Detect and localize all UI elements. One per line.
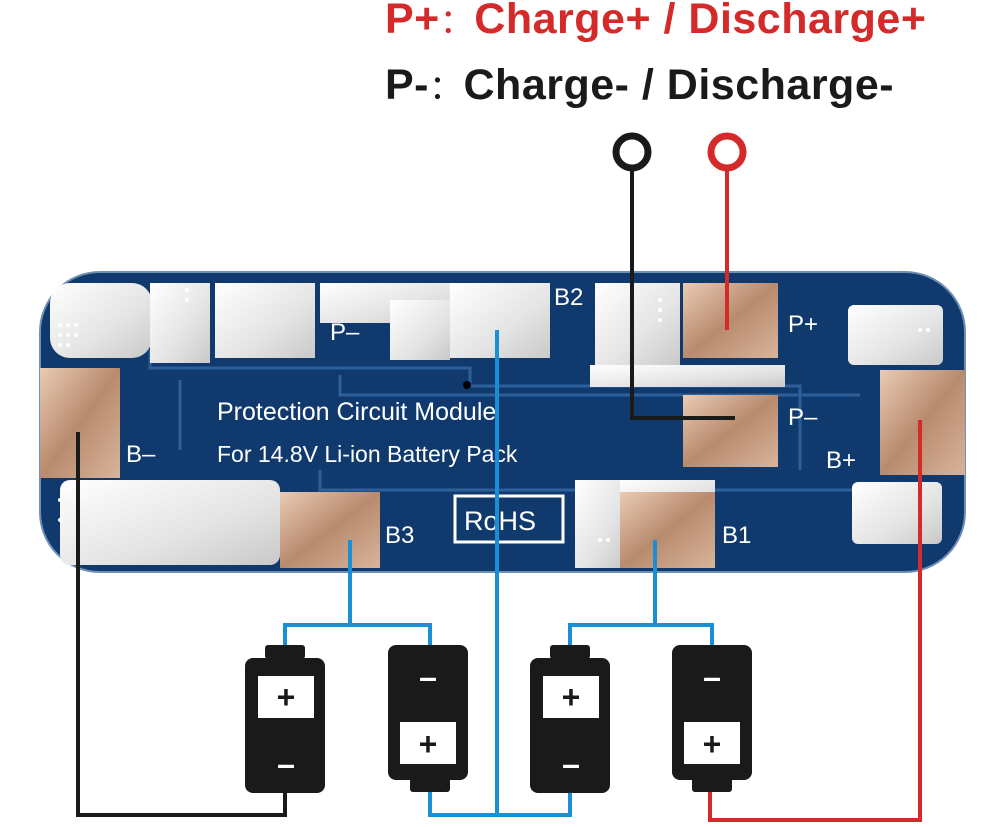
battery-1-bottom-sign: – [277,746,295,782]
battery-2-bottom-sign: + [419,726,438,762]
battery-1: + – [245,645,325,793]
battery-4-top-sign: – [703,659,721,695]
pad-top-b2 [450,283,550,358]
battery-cells: + – – + + – – + [245,645,752,793]
pad-bottom-left [60,480,280,565]
wire-b2-bottom [428,790,572,817]
pad-p-minus [683,395,778,467]
pcb-title: Protection Circuit Module [217,398,496,426]
pad-bottom-b1-area [575,480,625,568]
battery-1-top-sign: + [277,679,296,715]
battery-2-top-sign: – [419,659,437,695]
legend-p-plus-text: Charge+ / Discharge+ [474,0,927,43]
terminal-p-minus [612,132,652,172]
pad-right-lower [852,482,942,544]
wire-b1 [568,540,714,645]
label-b1: B1 [722,522,751,549]
rohs-box [453,494,565,544]
pad-b1 [620,492,715,568]
wires [76,170,922,822]
legend-p-plus-symbol: P+ [385,0,440,43]
pad-top-left [50,283,152,358]
legend-p-minus-symbol: P- [385,61,429,109]
terminal-p-plus [707,132,747,172]
wire-p-minus [630,170,735,420]
pcb-vias [58,288,930,542]
pad-right-upper [848,305,943,365]
battery-3-bottom-sign: – [562,746,580,782]
label-b-minus: B– [126,441,156,468]
pad-top-center-copper [215,283,315,358]
legend-p-minus-separator: ： [429,69,464,107]
label-p-plus: P+ [788,311,818,338]
battery-3: + – [530,645,610,793]
battery-4: – + [672,645,752,792]
pcb-board: Protection Circuit Module For 14.8V Li-i… [39,271,966,573]
wire-b-minus [76,432,287,817]
battery-4-bottom-sign: + [703,726,722,762]
label-b-plus: B+ [826,447,856,474]
battery-2: – + [388,645,468,792]
output-terminals [612,132,747,172]
battery-3-top-sign: + [562,679,581,715]
wire-b3 [283,540,432,645]
pad-right-mid [590,365,785,387]
legend-p-plus: P+：Charge+ / Discharge+ [385,0,926,44]
pad-b-plus [880,370,965,475]
label-p-minus-right: P– [788,404,818,431]
legend-p-plus-separator: ： [439,3,475,41]
label-b3: B3 [385,522,414,549]
legend-p-minus: P-：Charge- / Discharge- [385,60,894,110]
pad-p-plus [683,283,778,358]
pad-b3 [280,492,380,568]
legend-p-minus-text: Charge- / Discharge- [463,61,895,109]
pad-top-left-2 [150,283,210,363]
pcb-subtitle: For 14.8V Li-ion Battery Pack [217,441,518,467]
rohs-label: RoHS [464,506,536,536]
pad-top-right-1 [595,283,680,365]
pad-top-center-left-2 [390,300,450,360]
label-b2: B2 [554,284,583,311]
wire-b-plus [708,420,922,822]
label-p-minus: P– [330,319,360,346]
